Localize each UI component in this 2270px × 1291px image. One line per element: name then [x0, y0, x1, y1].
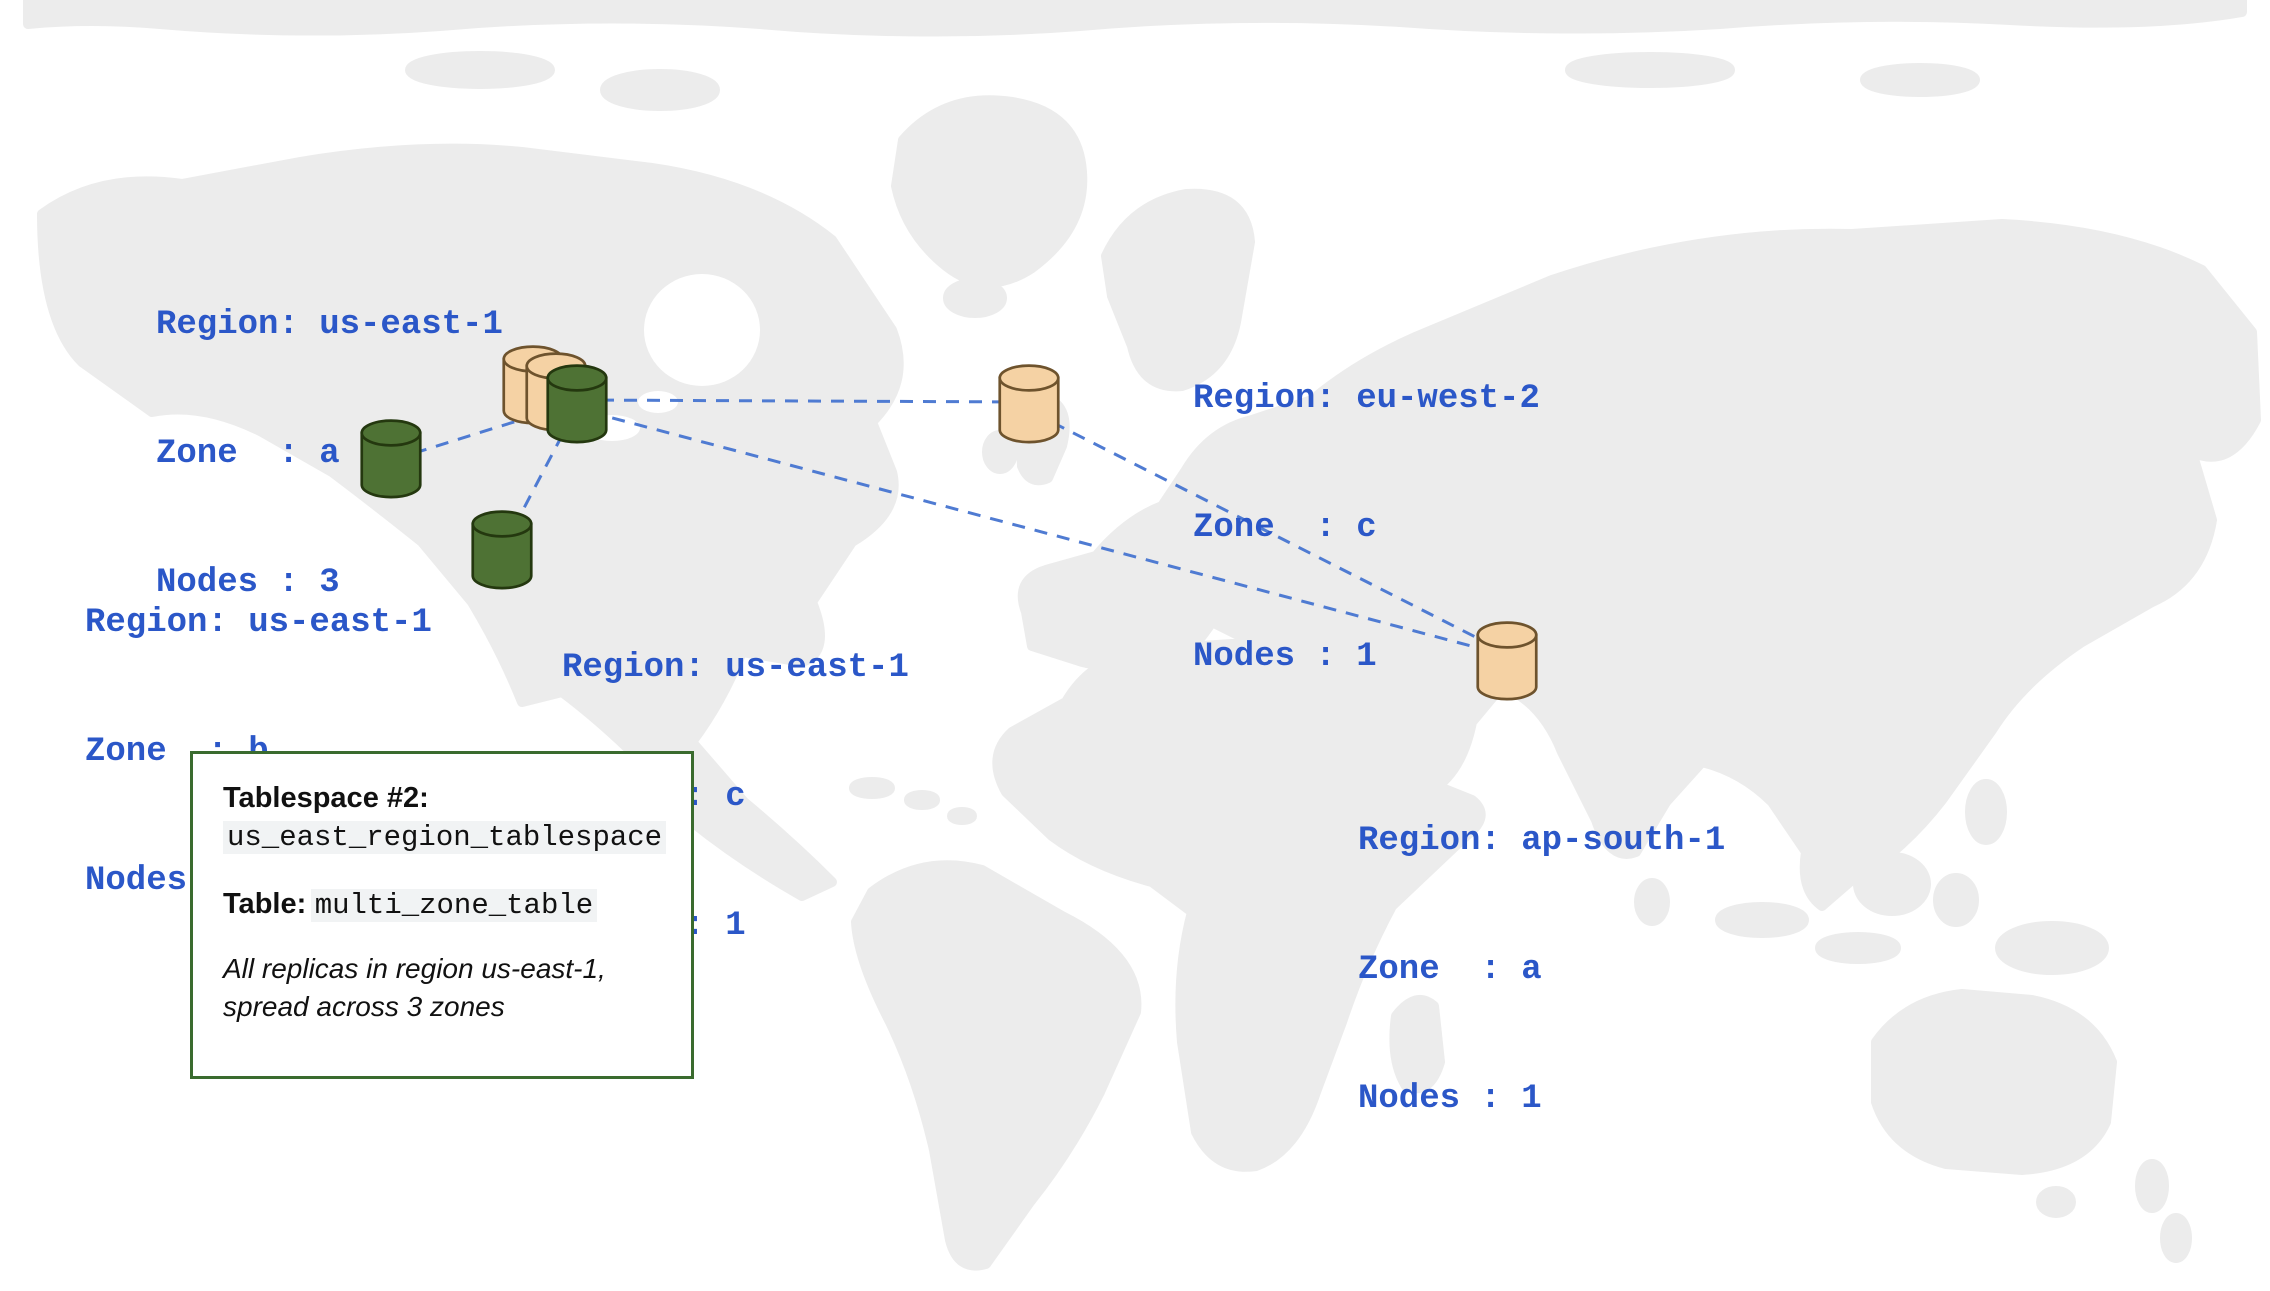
- zone-label-line: Zone : c: [1193, 509, 1377, 547]
- map-caribbean-island: [849, 777, 895, 799]
- tablespace-legend: Tablespace #2: us_east_region_tablespace…: [190, 751, 694, 1079]
- zone-label-line: Nodes : 1: [1358, 1080, 1542, 1118]
- map-scandinavia: [1101, 188, 1255, 392]
- map-landmasses: [23, 0, 2261, 1271]
- zone-label-line: Zone : a: [1358, 951, 1542, 989]
- db-node-us-east-1c: [471, 510, 533, 590]
- zone-label-line: Region: ap-south-1: [1358, 822, 1726, 860]
- map-philippines: [1965, 779, 2007, 845]
- zone-label-us-east-1a: Region: us-east-1 Zone : a Nodes : 3: [156, 218, 503, 691]
- map-australia: [1871, 989, 2117, 1175]
- legend-note-line: All replicas in region us-east-1,: [223, 953, 606, 984]
- tablespace-label: Tablespace #2:: [223, 782, 429, 814]
- db-node-eu-west-2c: [998, 364, 1060, 444]
- map-hudson-bay: [644, 274, 760, 386]
- zone-label-line: Region: us-east-1: [156, 306, 503, 344]
- db-node-us-east-1a: [546, 364, 608, 444]
- map-south-america: [851, 860, 1142, 1271]
- map-tasmania: [2036, 1186, 2076, 1218]
- tablespace-value: us_east_region_tablespace: [223, 821, 667, 854]
- map-caribbean-island: [947, 807, 977, 825]
- zone-label-line: Nodes : 1: [1193, 638, 1377, 676]
- zone-label-line: Zone : a: [156, 435, 340, 473]
- map-arctic-band: [23, 0, 2247, 37]
- map-sumatra: [1715, 902, 1809, 938]
- map-arctic-island: [405, 51, 555, 89]
- zone-label-line: Nodes : 3: [156, 564, 340, 602]
- map-arctic-island: [1860, 63, 1980, 97]
- table-row: Table: multi_zone_table: [223, 884, 661, 926]
- map-japan: [2061, 437, 2129, 572]
- map-great-lake: [638, 391, 678, 413]
- legend-note-line: spread across 3 zones: [223, 991, 505, 1022]
- table-label: Table:: [223, 888, 307, 920]
- db-node-us-east-1b: [360, 419, 422, 499]
- map-greenland: [891, 95, 1088, 288]
- map-new-zealand: [2160, 1213, 2192, 1263]
- legend-note: All replicas in region us-east-1, spread…: [223, 950, 661, 1026]
- table-value: multi_zone_table: [310, 889, 598, 922]
- map-java: [1815, 932, 1901, 964]
- tablespace-value-row: us_east_region_tablespace: [223, 818, 667, 858]
- map-sri-lanka: [1634, 878, 1670, 926]
- zone-label-eu-west-2c: Region: eu-west-2 Zone : c Nodes : 1: [1193, 292, 1540, 765]
- map-iceland: [943, 278, 1007, 318]
- map-arctic-island: [1565, 52, 1735, 88]
- tablespace-title-row: Tablespace #2:: [223, 778, 661, 818]
- map-sulawesi: [1933, 873, 1979, 927]
- zone-label-line: Region: us-east-1: [85, 604, 432, 642]
- db-node-ap-south-1a: [1476, 621, 1538, 701]
- map-caribbean-island: [904, 790, 940, 810]
- map-arctic-island: [600, 69, 720, 111]
- zone-label-line: Region: us-east-1: [562, 649, 909, 687]
- zone-label-line: Region: eu-west-2: [1193, 380, 1540, 418]
- zone-label-us-east-1b: Region: us-east-1 Zone : b Nodes : 1: [85, 516, 432, 989]
- map-madagascar: [1389, 994, 1445, 1094]
- map-new-guinea: [1995, 921, 2109, 975]
- map-new-zealand: [2135, 1159, 2169, 1213]
- zone-label-ap-south-1a: Region: ap-south-1 Zone : a Nodes : 1: [1358, 734, 1725, 1207]
- map-borneo: [1853, 852, 1931, 916]
